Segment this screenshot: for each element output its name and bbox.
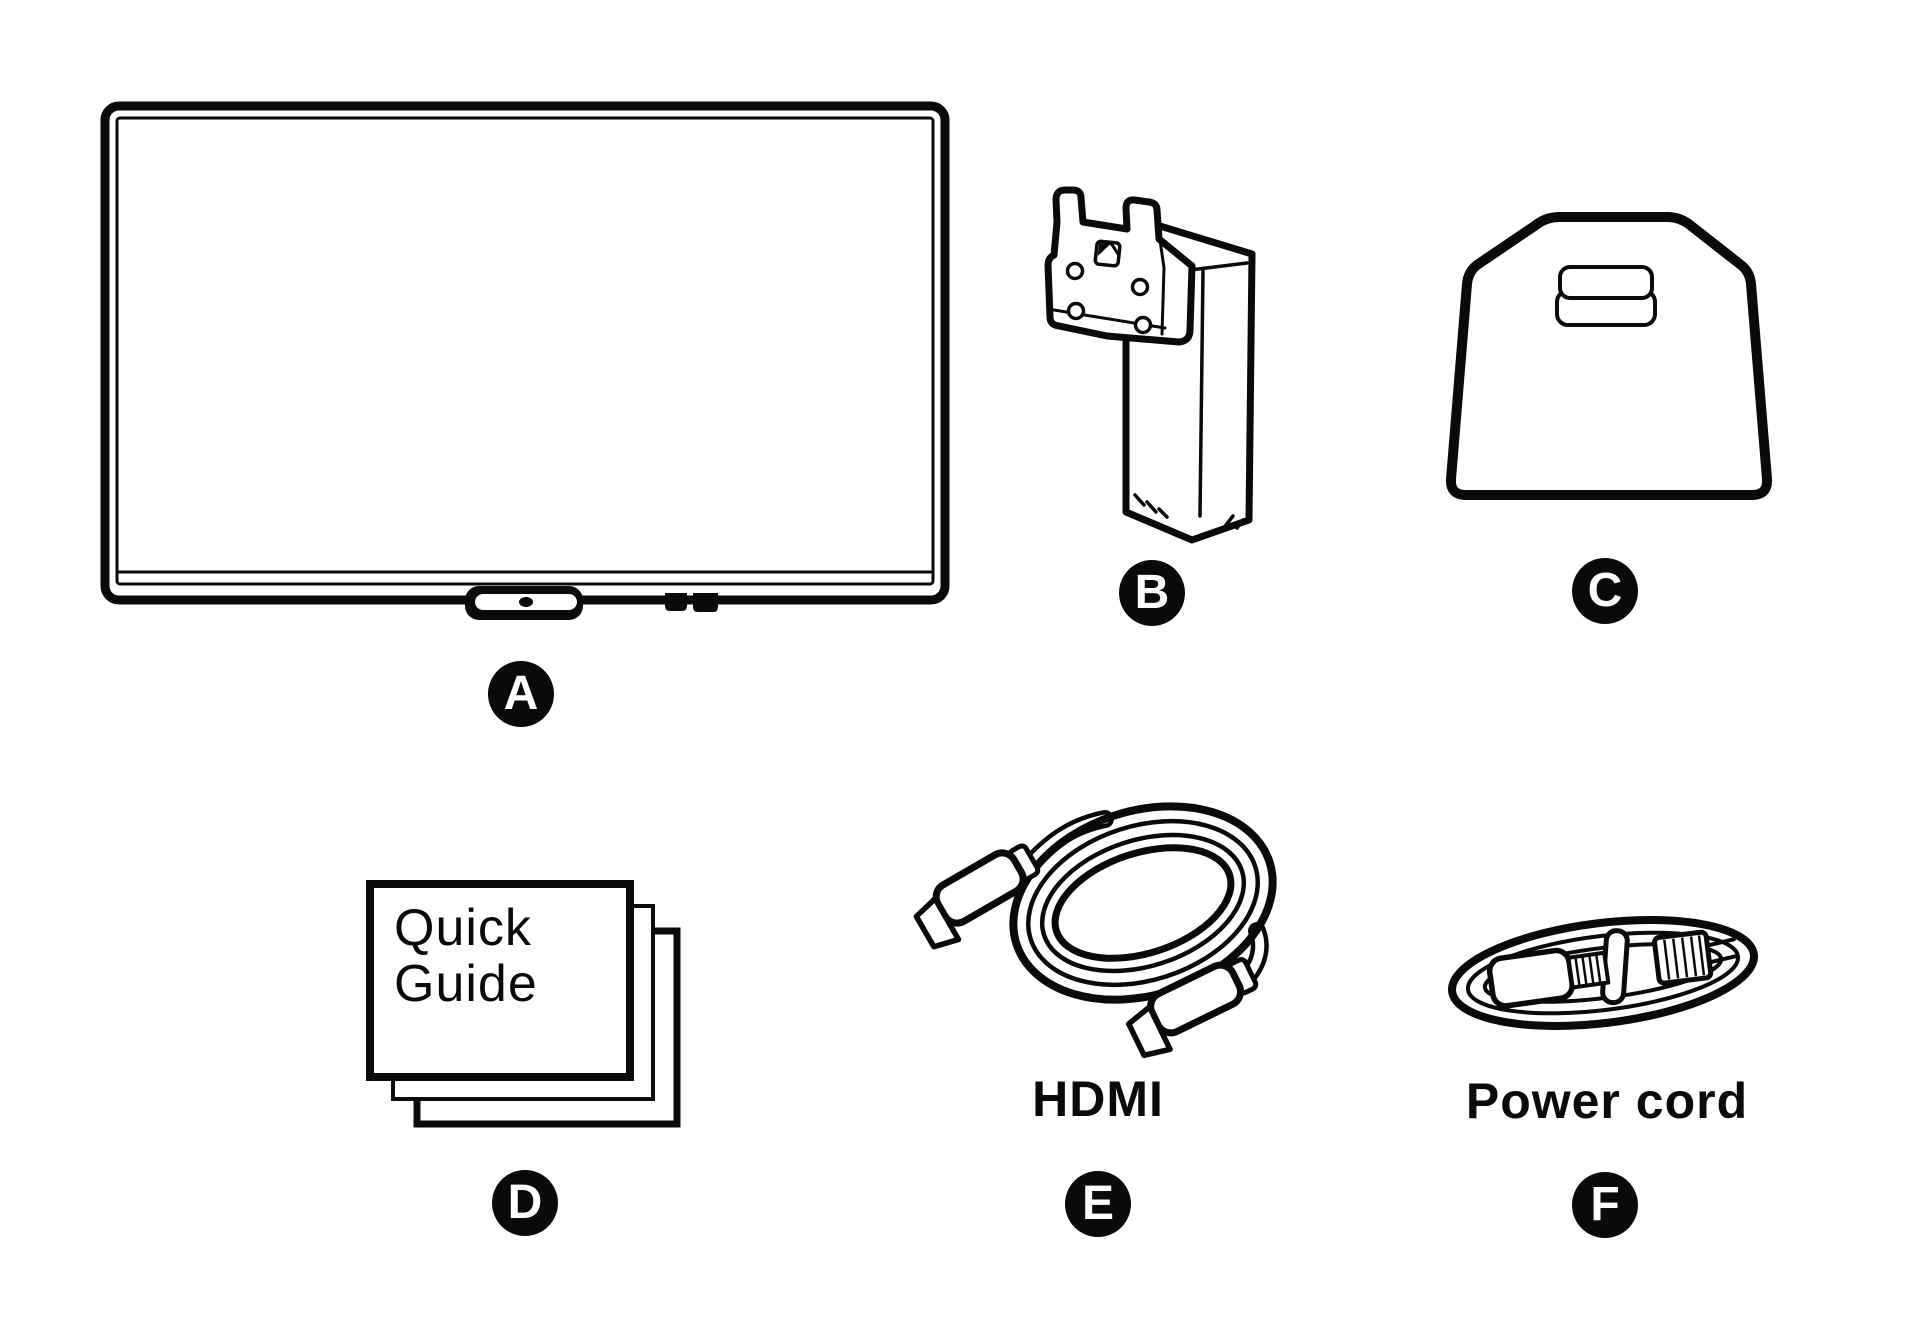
base-body [1445,212,1773,500]
screw-hole-2 [1130,277,1150,297]
cord-connector-end [1486,947,1611,1009]
guide-page-front [366,880,634,1081]
item-f-badge: F [1572,1172,1638,1238]
stand-base-figure [1440,198,1785,528]
plug-prongs [1705,937,1738,965]
quick-guide-title-line2: Guide [394,955,538,1013]
item-b-badge: B [1119,560,1185,626]
stand-neck-figure [1040,178,1270,558]
hdmi-connector-2 [1125,957,1259,1059]
quick-guide-figure: Quick Guide [360,875,695,1140]
stand-column-crease [1198,268,1205,518]
mount-plate-fold [1158,238,1166,336]
hdmi-caption: HDMI [1032,1071,1164,1127]
stand-base-illustration [1445,212,1773,500]
tv-frame [100,101,950,605]
item-a-badge: A [488,661,554,727]
hdmi-cable-figure: HDMI [885,795,1315,1140]
screw-hole-3 [1066,301,1086,321]
screw-hole-4 [1133,315,1153,335]
tv-ir-sensor-dot [519,597,533,607]
power-cord-figure: Power cord [1435,898,1780,1138]
tv-screen [115,116,935,586]
stand-column-top-edge [1188,261,1249,272]
item-d-badge: D [492,1170,558,1236]
tv-illustration [100,101,950,620]
hdmi-connector-1 [913,843,1041,950]
base-handle-flap [1558,265,1654,300]
plate-logo-glyph [1093,239,1122,268]
cord-plug-end [1652,929,1738,986]
quick-guide-illustration [366,880,681,1128]
power-cord-illustration [1448,916,1758,1030]
item-c-badge: C [1572,558,1638,624]
stand-neck-illustration [1044,186,1256,544]
tv-figure [90,88,960,633]
item-e-badge: E [1065,1171,1131,1237]
hdmi-cable-coil [1009,802,1277,1004]
power-cord-caption: Power cord [1465,1073,1749,1129]
hdmi-cable-illustration [913,802,1277,1059]
tv-bottom-tab-2 [693,593,718,612]
screw-hole-1 [1065,261,1085,281]
quick-guide-title-line1: Quick [394,899,532,957]
stand-column-notches [1133,493,1245,530]
tv-bottom-tab-1 [665,593,687,611]
quick-guide-title: Quick Guide [394,900,538,1012]
mount-plate [1044,186,1196,346]
